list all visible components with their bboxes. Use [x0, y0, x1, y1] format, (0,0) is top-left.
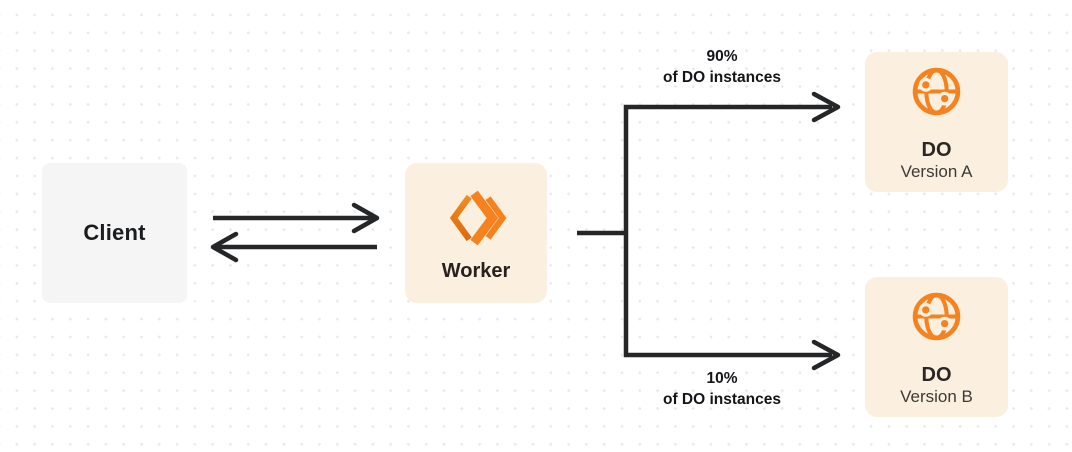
cloudflare-workers-icon [444, 189, 508, 247]
route-a-percentage-label: 90% of DO instances [617, 46, 827, 88]
do-a-subtitle: Version A [900, 162, 973, 181]
durable-object-globe-icon [910, 290, 963, 343]
split-to-do-a-arrow [623, 91, 841, 233]
route-b-percent: 10% [706, 370, 738, 387]
route-b-caption: of DO instances [663, 391, 781, 408]
do-b-title: DO [921, 364, 952, 386]
worker-node: Worker [405, 163, 547, 303]
route-a-percent: 90% [706, 48, 738, 65]
client-label: Client [83, 220, 146, 245]
client-node: Client [42, 163, 187, 303]
do-version-b-node: DO Version B [865, 277, 1008, 417]
do-b-subtitle: Version B [900, 387, 973, 406]
split-to-do-b-arrow [623, 233, 841, 371]
do-a-title: DO [921, 139, 952, 161]
arrowhead-right-icon [811, 91, 841, 123]
durable-object-globe-icon [910, 65, 963, 118]
worker-label: Worker [441, 260, 511, 282]
do-version-a-node: DO Version A [865, 52, 1008, 192]
client-to-worker-arrow [213, 202, 380, 234]
worker-to-client-arrow [210, 231, 377, 263]
arrowhead-left-icon [210, 231, 239, 263]
route-b-percentage-label: 10% of DO instances [617, 368, 827, 410]
arrowhead-right-icon [811, 339, 841, 371]
route-a-caption: of DO instances [663, 69, 781, 86]
arrowhead-right-icon [351, 202, 380, 234]
